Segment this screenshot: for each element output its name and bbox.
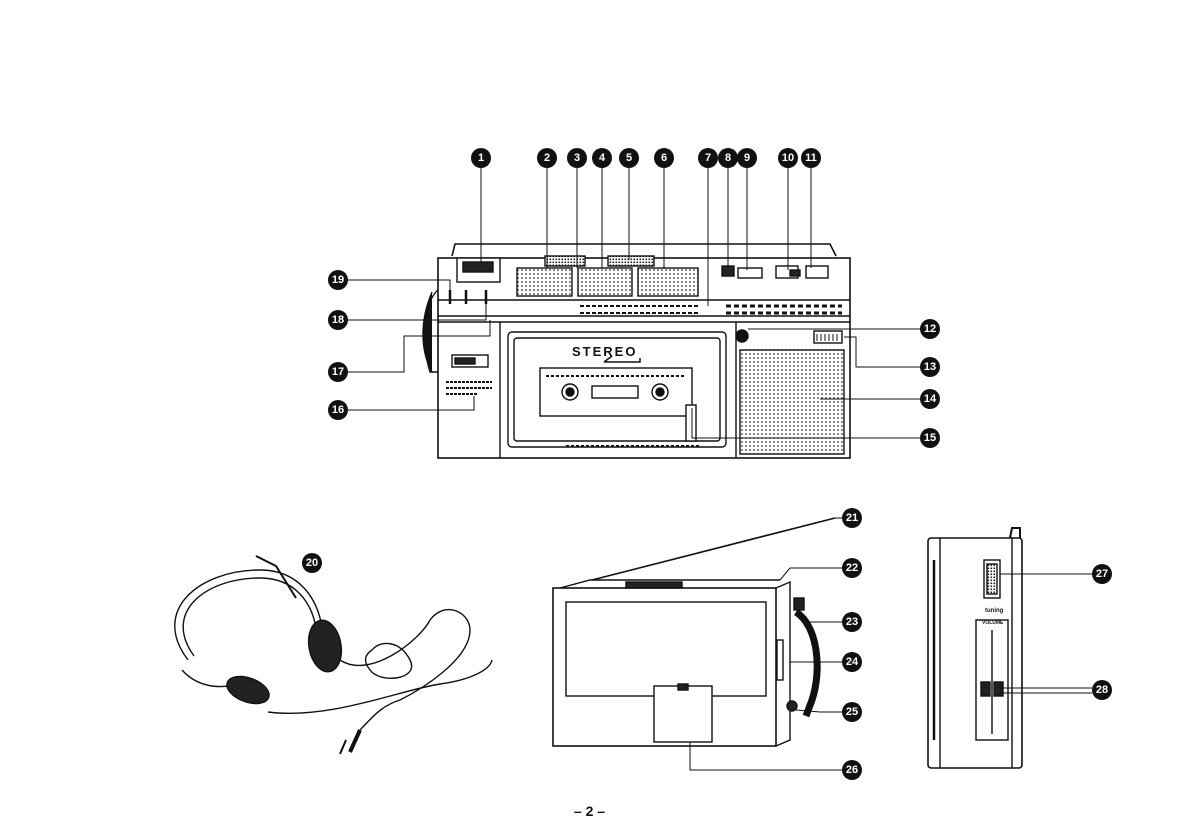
callout-20: 20 (302, 553, 322, 573)
callout-18: 18 (328, 310, 348, 330)
callout-4: 4 (592, 148, 612, 168)
callout-22: 22 (842, 558, 862, 578)
callout-6: 6 (654, 148, 674, 168)
callout-14: 14 (920, 389, 940, 409)
callout-21: 21 (842, 508, 862, 528)
side-view (928, 528, 1092, 768)
callout-11: 11 (801, 148, 821, 168)
callout-19: 19 (328, 270, 348, 290)
callout-27: 27 (1092, 564, 1112, 584)
back-view (553, 518, 842, 770)
callout-25: 25 (842, 702, 862, 722)
callout-3: 3 (567, 148, 587, 168)
stereo-label: STEREO (572, 344, 637, 359)
page-number: – 2 – (0, 803, 1179, 819)
callout-17: 17 (328, 362, 348, 382)
callout-23: 23 (842, 612, 862, 632)
callout-8: 8 (718, 148, 738, 168)
callout-13: 13 (920, 357, 940, 377)
callout-7: 7 (698, 148, 718, 168)
callout-1: 1 (471, 148, 491, 168)
callout-15: 15 (920, 428, 940, 448)
front-view (348, 168, 922, 458)
callout-28: 28 (1092, 680, 1112, 700)
headphones (175, 556, 492, 754)
callout-10: 10 (778, 148, 798, 168)
callout-16: 16 (328, 400, 348, 420)
tuning-label: tuning (985, 608, 1004, 614)
callout-12: 12 (920, 319, 940, 339)
callout-2: 2 (537, 148, 557, 168)
callout-9: 9 (737, 148, 757, 168)
volume-label: VOLUME (982, 620, 1004, 626)
callout-26: 26 (842, 760, 862, 780)
callout-5: 5 (619, 148, 639, 168)
callout-24: 24 (842, 652, 862, 672)
